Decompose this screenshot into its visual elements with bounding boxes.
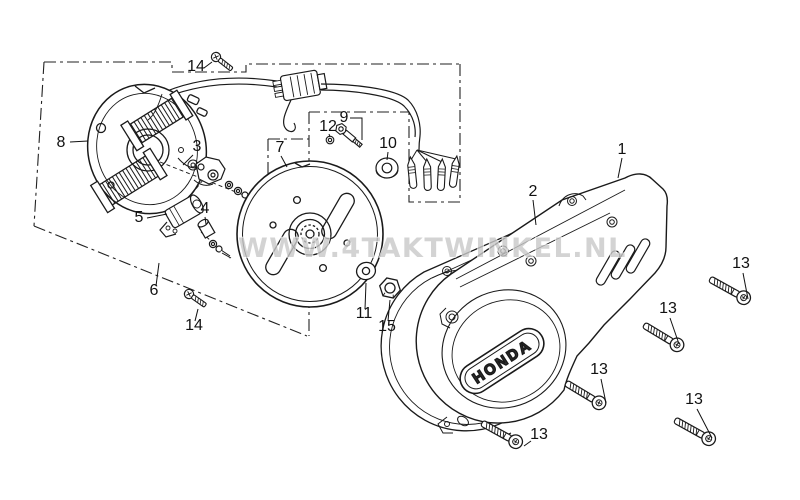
part-label-4: 4 xyxy=(201,200,210,217)
seal-ring-12 xyxy=(325,135,335,145)
bullet-terminal-wires xyxy=(410,149,457,163)
part-label-14-bottom: 14 xyxy=(185,317,203,334)
part-label-13-e: 13 xyxy=(530,426,548,443)
nut-15 xyxy=(378,277,402,299)
side-cover: HONDA xyxy=(415,173,669,436)
contact-breaker xyxy=(193,156,258,205)
part-label-12: 12 xyxy=(319,118,337,135)
cover-vent-slots xyxy=(595,238,651,286)
part-label-13-b: 13 xyxy=(659,300,677,317)
screw-14-top xyxy=(208,49,236,74)
part-label-5: 5 xyxy=(135,209,144,226)
boundary-left xyxy=(33,61,45,227)
flywheel xyxy=(236,160,384,308)
spacer xyxy=(197,218,232,259)
harness-connector xyxy=(272,69,328,102)
stator-notch xyxy=(134,85,156,94)
breaker-washer-1 xyxy=(224,180,234,190)
bolt-13-d xyxy=(671,413,719,449)
part-label-15: 15 xyxy=(378,318,396,335)
watermark-text: WWW.4TAKTWINKEL.NL xyxy=(238,233,627,264)
grommet-10 xyxy=(375,157,399,179)
spacer-ring xyxy=(208,239,218,249)
washer-11 xyxy=(355,261,377,281)
part-label-7: 7 xyxy=(276,139,285,156)
part-label-13-c: 13 xyxy=(590,361,608,378)
breaker-washer-2 xyxy=(233,186,243,196)
leader-lines xyxy=(69,61,749,447)
part-label-13-d: 13 xyxy=(685,391,703,408)
stator-plate xyxy=(86,83,208,215)
part-label-11: 11 xyxy=(356,305,373,322)
screw-14-bottom xyxy=(181,286,209,310)
part-label-9: 9 xyxy=(340,109,349,126)
part-label-6: 6 xyxy=(150,282,159,299)
lighting-coil xyxy=(89,147,168,214)
part-label-14-top: 14 xyxy=(187,58,205,75)
boundary-shelf xyxy=(267,138,309,176)
bolt-13-b xyxy=(639,318,687,355)
part-label-3: 3 xyxy=(193,138,202,155)
cover-bolt-holes xyxy=(439,193,618,329)
part-label-8: 8 xyxy=(57,134,66,151)
condenser xyxy=(159,194,204,238)
boundary-bottom-diagonal xyxy=(33,225,308,337)
bullet-terminals xyxy=(406,154,461,192)
part-label-2: 2 xyxy=(529,183,538,200)
part-label-13-a: 13 xyxy=(732,255,750,272)
boundary-harness-box xyxy=(309,64,461,203)
part-label-1: 1 xyxy=(618,141,627,158)
harness-loop-wire xyxy=(283,99,296,133)
spacer-screw xyxy=(215,245,232,259)
boundary-top xyxy=(44,61,460,73)
ignition-coil xyxy=(120,89,194,152)
bolt-9 xyxy=(335,122,363,148)
part-label-10: 10 xyxy=(379,135,397,152)
